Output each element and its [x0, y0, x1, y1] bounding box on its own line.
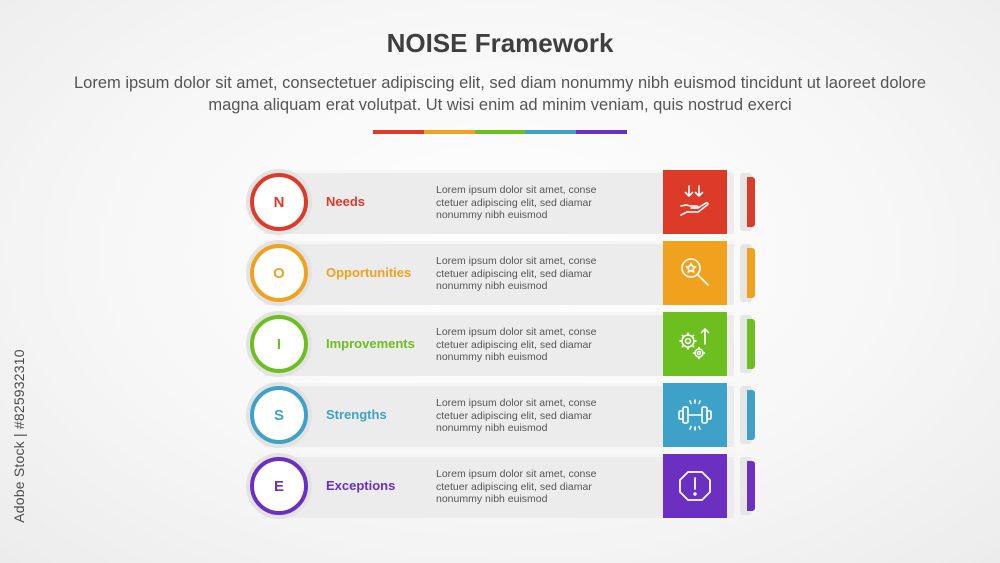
row-letter: I — [276, 335, 282, 353]
subtitle: Lorem ipsum dolor sit amet, consectetuer… — [73, 74, 927, 114]
divider-segment — [423, 130, 475, 134]
letter-circle: S — [250, 386, 308, 444]
row-label: Exceptions — [326, 478, 396, 493]
icon-box — [663, 383, 727, 447]
row-color-tab — [747, 319, 755, 369]
row-highlight — [264, 312, 734, 315]
letter-circle: E — [250, 457, 308, 515]
framework-row-opportunities: O Opportunities Lorem ipsum dolor sit amet… — [246, 240, 756, 306]
dumbbell-icon — [675, 395, 715, 435]
letter-circle: N — [250, 173, 308, 231]
row-letter: E — [273, 477, 284, 495]
page-title: NOISE Framework — [386, 28, 614, 58]
row-description: Lorem ipsum dolor sit amet, conse ctetue… — [436, 184, 597, 221]
row-label: Improvements — [326, 336, 415, 351]
row-label: Opportunities — [326, 265, 412, 280]
row-description: Lorem ipsum dolor sit amet, conse ctetue… — [436, 397, 597, 434]
watermark: Adobe Stock | #825932310 — [5, 318, 33, 554]
letter-circle: O — [250, 244, 308, 302]
framework-row-needs: N Needs Lorem ipsum dolor sit amet, conse … — [246, 169, 756, 235]
row-background — [264, 241, 734, 305]
row-description: Lorem ipsum dolor sit amet, conse ctetue… — [436, 255, 597, 292]
icon-box — [663, 454, 727, 518]
row-letter: N — [273, 193, 285, 211]
row-background — [264, 454, 734, 518]
color-divider — [373, 130, 627, 134]
row-highlight — [264, 454, 734, 457]
row-background — [264, 170, 734, 234]
icon-box — [663, 312, 727, 376]
row-highlight — [264, 383, 734, 386]
divider-segment — [525, 130, 577, 134]
row-letter: S — [273, 406, 284, 424]
row-color-tab — [747, 177, 755, 227]
row-color-tab — [747, 248, 755, 298]
row-background — [264, 312, 734, 376]
watermark-text: Adobe Stock | #825932310 — [11, 349, 27, 523]
row-highlight — [264, 241, 734, 244]
row-letter: O — [273, 264, 285, 282]
framework-row-improvements: I Improvements Lorem ipsum dolor sit amet,… — [246, 311, 756, 377]
letter-circle: I — [250, 315, 308, 373]
row-background — [264, 383, 734, 447]
row-label: Strengths — [326, 407, 387, 422]
framework-row-strengths: S Strengths Lorem ipsum dolor sit amet, co… — [246, 382, 756, 448]
row-label: Needs — [326, 194, 366, 209]
row-color-tab — [747, 461, 755, 511]
divider-segment — [474, 130, 526, 134]
row-description: Lorem ipsum dolor sit amet, conse ctetue… — [436, 468, 597, 505]
framework-row-exceptions: E Exceptions Lorem ipsum dolor sit amet, c… — [246, 453, 756, 519]
icon-box — [663, 170, 727, 234]
icon-box — [663, 241, 727, 305]
warning-octagon-icon — [675, 466, 715, 506]
gears-arrow-up-icon — [675, 324, 715, 364]
row-color-tab — [747, 390, 755, 440]
divider-segment — [373, 130, 424, 134]
row-description: Lorem ipsum dolor sit amet, conse ctetue… — [436, 326, 597, 363]
hand-arrows-down-icon — [675, 182, 715, 222]
magnifier-star-icon — [675, 253, 715, 293]
divider-segment — [576, 130, 627, 134]
row-highlight — [264, 170, 734, 173]
